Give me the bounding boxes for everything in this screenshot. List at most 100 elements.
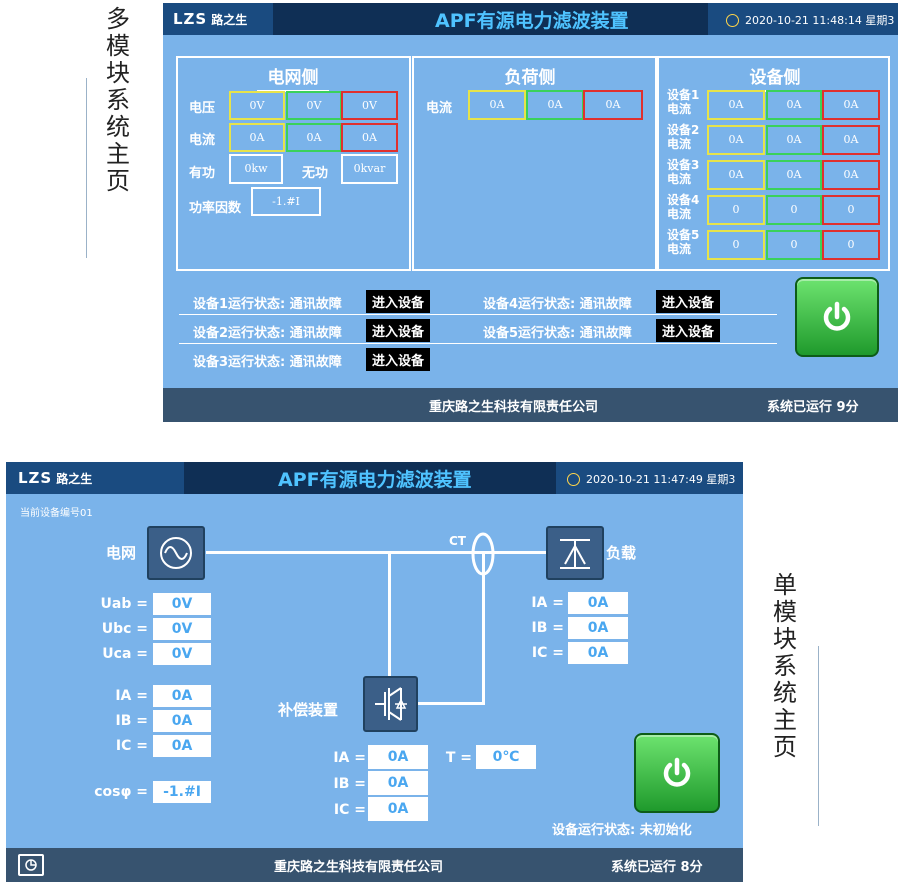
- status-separator-1: [179, 314, 777, 315]
- load-diode-icon: [560, 539, 590, 569]
- temperature-label: T =: [445, 750, 472, 766]
- device3-current-c: 0A: [822, 160, 880, 190]
- comp-ic-label: IC =: [333, 802, 366, 818]
- uab-value: 0V: [153, 593, 211, 615]
- sine-wave-icon: [160, 537, 192, 569]
- comp-left-wire: [388, 551, 391, 676]
- multi-side-label: 多模块系统主页: [106, 5, 130, 195]
- grid-current-label: 电流: [189, 133, 216, 148]
- multi-company-name: 重庆路之生科技有限责任公司: [429, 400, 599, 415]
- load-ib-label: IB =: [531, 620, 564, 636]
- grid-ia-label: IA =: [115, 688, 148, 704]
- grid-ic-label: IC =: [115, 738, 148, 754]
- uca-value: 0V: [153, 643, 211, 665]
- single-app-title: APF有源电力滤波装置: [278, 469, 472, 491]
- comp-ic-value: 0A: [368, 797, 428, 821]
- device2-current-a: 0A: [707, 125, 765, 155]
- single-company-name: 重庆路之生科技有限责任公司: [274, 860, 444, 875]
- grid-voltage-b: 0V: [286, 91, 342, 120]
- device3-current-b: 0A: [766, 160, 822, 190]
- device1-enter-button[interactable]: 进入设备: [366, 290, 431, 313]
- grid-voltage-c: 0V: [341, 91, 398, 120]
- multi-datetime: 2020-10-21 11:48:14 星期3: [726, 12, 894, 28]
- active-power-label: 有功: [189, 166, 216, 181]
- ct-coil-icon: [471, 532, 495, 576]
- grid-label: 电网: [106, 544, 137, 562]
- device1-current-a: 0A: [707, 90, 765, 120]
- comp-bottom-wire: [416, 702, 485, 705]
- multi-footer: 重庆路之生科技有限责任公司 系统已运行 9分: [163, 388, 898, 422]
- device4-current-b: 0: [766, 195, 822, 225]
- load-icon-box: [546, 526, 604, 580]
- power-icon: [663, 757, 691, 787]
- load-ic-value: 0A: [568, 642, 628, 664]
- grid-side-section: [176, 56, 411, 271]
- device3-enter-button[interactable]: 进入设备: [366, 348, 431, 371]
- grid-voltage-label: 电压: [189, 101, 216, 116]
- status-separator-2: [179, 343, 777, 344]
- device5-enter-button[interactable]: 进入设备: [656, 319, 721, 342]
- device2-current-c: 0A: [822, 125, 880, 155]
- grid-side-title: 电网侧: [253, 63, 333, 92]
- multi-power-button[interactable]: [795, 277, 879, 357]
- device3-status: 设备3运行状态: 通讯故障: [193, 355, 342, 370]
- single-power-button[interactable]: [634, 733, 720, 813]
- grid-current-c: 0A: [341, 123, 398, 152]
- device-number: 当前设备编号01: [20, 508, 93, 519]
- device5-current-a: 0: [707, 230, 765, 260]
- grid-current-a: 0A: [229, 123, 285, 152]
- grid-current-b: 0A: [286, 123, 342, 152]
- reactive-power-value: 0kvar: [341, 154, 398, 184]
- multi-uptime: 系统已运行 9分: [767, 400, 859, 415]
- device4-status: 设备4运行状态: 通讯故障: [483, 297, 632, 312]
- device5-status: 设备5运行状态: 通讯故障: [483, 326, 632, 341]
- single-side-divider: [818, 646, 819, 826]
- device5-current-c: 0: [822, 230, 880, 260]
- comp-device-icon-box: [363, 676, 418, 732]
- igbt-icon: [375, 687, 407, 721]
- comp-device-label: 补偿装置: [278, 701, 339, 719]
- power-factor-value: -1.#I: [251, 187, 321, 216]
- grid-ia-value: 0A: [153, 685, 211, 707]
- grid-ic-value: 0A: [153, 735, 211, 757]
- single-footer: 重庆路之生科技有限责任公司 系统已运行 8分: [6, 848, 743, 882]
- load-label: 负载: [606, 544, 637, 562]
- device4-enter-button[interactable]: 进入设备: [656, 290, 721, 313]
- chart-menu-button[interactable]: [18, 854, 44, 876]
- uca-label: Uca =: [102, 646, 148, 662]
- grid-voltage-a: 0V: [229, 91, 285, 120]
- chart-icon: [25, 859, 37, 871]
- device4-current-a: 0: [707, 195, 765, 225]
- load-current-a: 0A: [468, 90, 526, 120]
- load-ia-label: IA =: [531, 595, 564, 611]
- single-uptime: 系统已运行 8分: [611, 860, 703, 875]
- load-current-c: 0A: [583, 90, 643, 120]
- device5-current-b: 0: [766, 230, 822, 260]
- ubc-value: 0V: [153, 618, 211, 640]
- clock-icon: [567, 473, 580, 486]
- load-current-label: 电流: [426, 101, 453, 116]
- clock-icon: [726, 14, 739, 27]
- device2-enter-button[interactable]: 进入设备: [366, 319, 431, 342]
- run-status: 设备运行状态: 未初始化: [552, 823, 692, 838]
- uab-label: Uab =: [100, 596, 148, 612]
- comp-right-wire: [482, 551, 485, 704]
- power-icon: [823, 301, 851, 331]
- active-power-value: 0kw: [229, 154, 283, 184]
- ct-label: CT: [449, 534, 466, 548]
- comp-ib-value: 0A: [368, 771, 428, 795]
- power-factor-label: 功率因数: [189, 201, 242, 216]
- comp-ib-label: IB =: [333, 776, 366, 792]
- device1-current-b: 0A: [766, 90, 822, 120]
- device2-status: 设备2运行状态: 通讯故障: [193, 326, 342, 341]
- single-datetime: 2020-10-21 11:47:49 星期3: [567, 471, 735, 487]
- grid-ib-label: IB =: [115, 713, 148, 729]
- load-side-title: 负荷侧: [490, 63, 570, 92]
